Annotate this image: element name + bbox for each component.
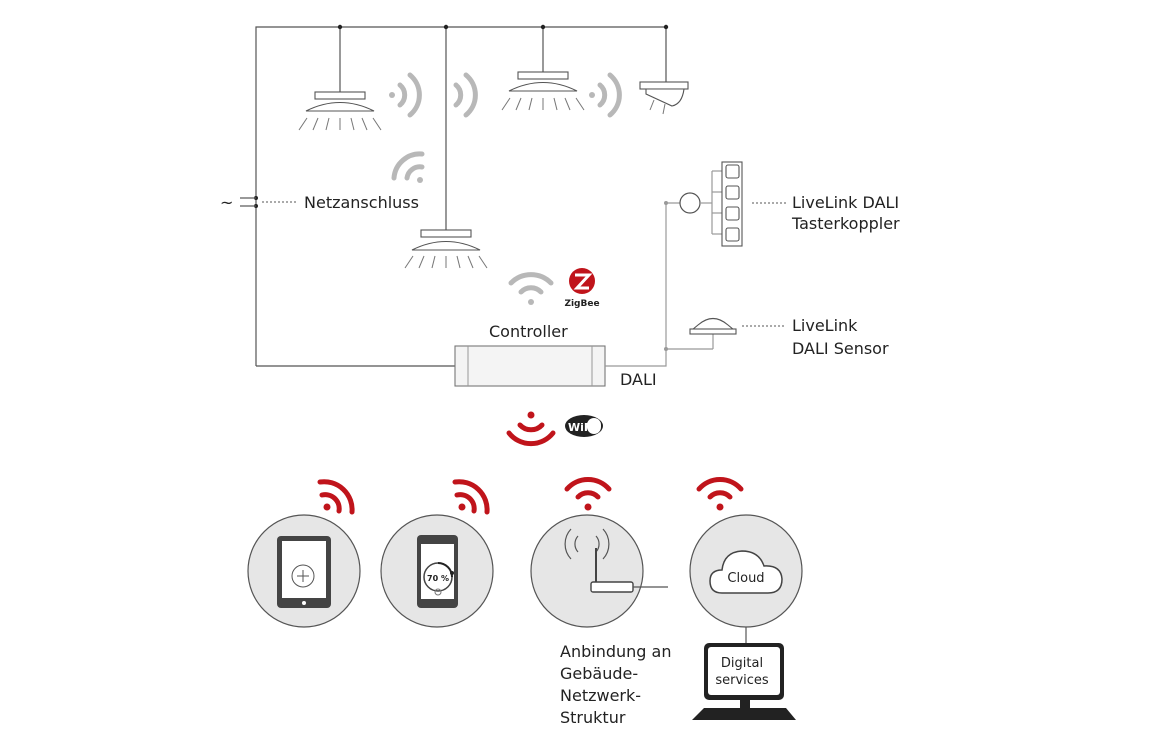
cloud-icon (709, 550, 783, 594)
keyboard-icon (692, 708, 796, 720)
button-coupler-label-1: LiveLink DALI (792, 193, 899, 212)
luminaire-2 (501, 71, 585, 111)
red-signal-icon (317, 479, 355, 515)
mains-label: Netzanschluss (304, 193, 419, 212)
router-caption-line: Anbindung an (560, 642, 671, 661)
dali-bus-wiring (605, 170, 722, 367)
red-wifi-icon (506, 411, 556, 447)
monitor-label-1: Digital (721, 656, 763, 671)
phone-dimming-value: 70 % (427, 574, 449, 583)
tablet-client (247, 514, 361, 628)
button-coupler-label-2: Tasterkoppler (791, 214, 900, 233)
monitor-label-2: services (715, 673, 769, 688)
router-client: Anbindung an Gebäude- Netzwerk- Struktur (530, 514, 671, 727)
luminaire-1 (298, 91, 382, 131)
cloud-client: Cloud (689, 514, 803, 643)
bus-junctions (664, 201, 668, 351)
phone-client: 70 % (380, 514, 494, 628)
zigbee-wireless: ZigBee (508, 268, 600, 309)
sensor-label-1: LiveLink (792, 316, 858, 335)
red-signal-icon (452, 479, 490, 515)
red-signal-icon (696, 477, 744, 511)
router-caption-line: Struktur (560, 708, 626, 727)
button-coupler: LiveLink DALI Tasterkoppler (679, 161, 900, 247)
zigbee-logo: ZigBee (564, 268, 600, 309)
router-caption: Anbindung an Gebäude- Netzwerk- Struktur (560, 642, 671, 727)
cloud-label: Cloud (727, 571, 764, 586)
router-caption-line: Gebäude- (560, 664, 638, 683)
router-caption-line: Netzwerk- (560, 686, 641, 705)
ac-symbol: ~ (220, 193, 233, 212)
push-buttons (725, 164, 740, 242)
tablet-icon (277, 536, 331, 608)
luminaire-3 (404, 229, 488, 269)
wifi-broadcast: WiFi (506, 411, 603, 447)
zigbee-text: ZigBee (564, 299, 599, 309)
monitor: Digital services (692, 643, 796, 720)
wiring-junction-dots (254, 24, 669, 208)
router-icon (564, 528, 668, 593)
client-signals (317, 477, 744, 515)
dali-sensor: LiveLink DALI Sensor (689, 316, 889, 358)
controller: Controller DALI (454, 322, 657, 389)
wifi-logo: WiFi (565, 415, 603, 437)
wifi-grey-icon (508, 272, 554, 305)
wave-icon (389, 72, 422, 118)
wifi-logo-text: WiFi (568, 421, 595, 434)
controller-label: Controller (489, 322, 568, 341)
sensor-label-2: DALI Sensor (792, 339, 889, 358)
red-signal-icon (564, 477, 612, 511)
wave-icon (391, 151, 425, 183)
smartphone-icon: 70 % (417, 535, 458, 608)
dali-bus-label: DALI (620, 370, 657, 389)
grey-radio-waves (389, 72, 622, 183)
wave-icon (589, 72, 622, 118)
power-input: ~ Netzanschluss (220, 193, 419, 212)
downlight-spot (639, 81, 689, 115)
wave-icon (453, 72, 478, 118)
